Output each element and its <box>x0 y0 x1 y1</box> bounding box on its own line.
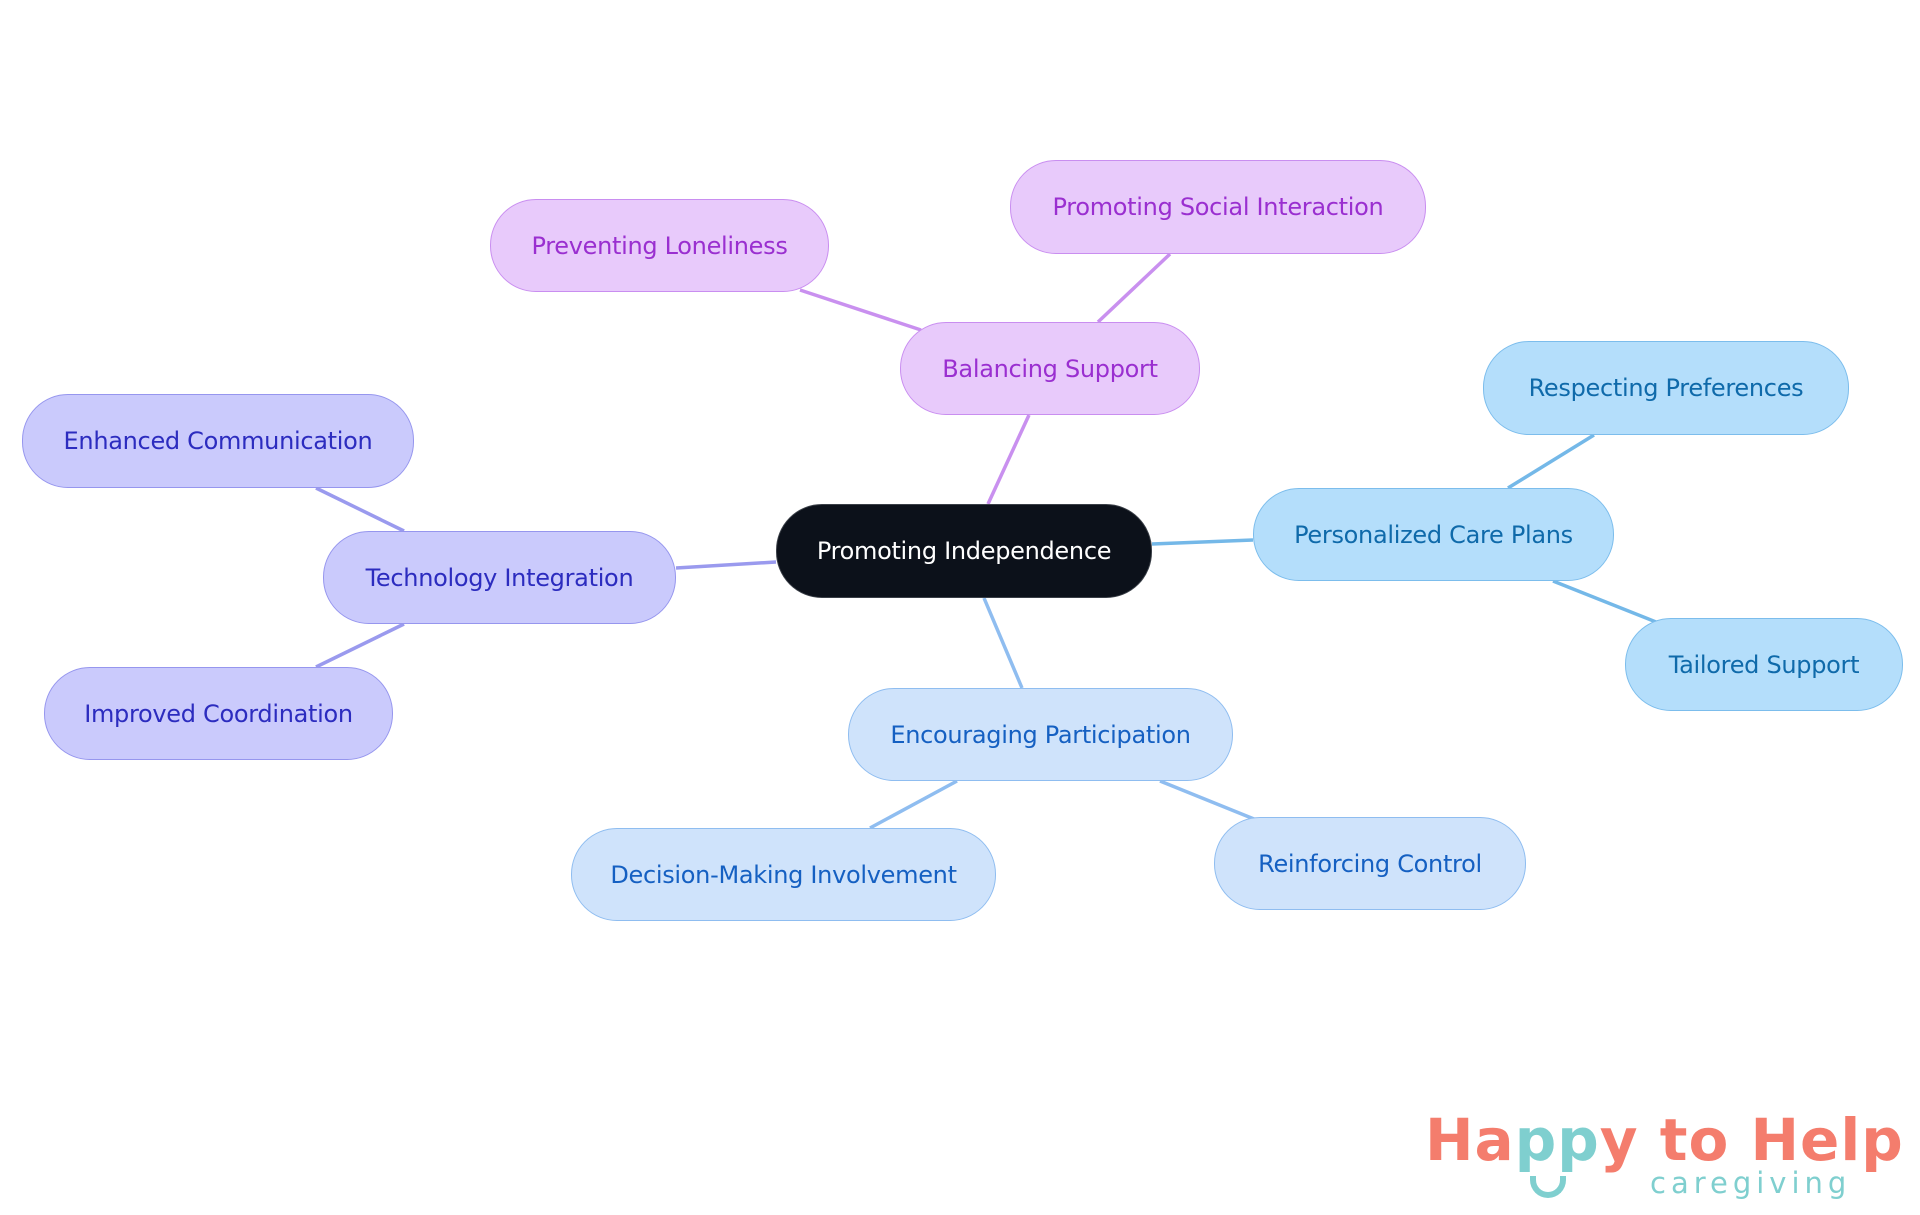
logo-part-3: y to Help <box>1599 1106 1904 1174</box>
leaf-node-decision-making-involvement[interactable]: Decision-Making Involvement <box>571 828 996 921</box>
logo-part-1: Ha <box>1425 1106 1515 1174</box>
leaf-node-preventing-loneliness[interactable]: Preventing Loneliness <box>490 199 829 292</box>
logo-subtitle: caregiving <box>1650 1166 1852 1200</box>
root-node[interactable]: Promoting Independence <box>776 504 1152 598</box>
leaf-node-improved-coordination[interactable]: Improved Coordination <box>44 667 393 760</box>
leaf-node-respecting-preferences[interactable]: Respecting Preferences <box>1483 341 1849 435</box>
leaf-node-enhanced-communication[interactable]: Enhanced Communication <box>22 394 414 488</box>
leaf-node-promoting-social-interaction[interactable]: Promoting Social Interaction <box>1010 160 1426 254</box>
logo-wordmark: Happy to Help <box>1425 1106 1904 1174</box>
leaf-node-tailored-support[interactable]: Tailored Support <box>1625 618 1903 711</box>
branch-node-encouraging-participation[interactable]: Encouraging Participation <box>848 688 1233 781</box>
leaf-node-reinforcing-control[interactable]: Reinforcing Control <box>1214 817 1526 910</box>
branch-node-personalized-care-plans[interactable]: Personalized Care Plans <box>1253 488 1614 581</box>
logo-part-2: pp <box>1514 1106 1600 1174</box>
branch-node-balancing-support[interactable]: Balancing Support <box>900 322 1200 415</box>
brand-logo: Happy to Help caregiving <box>1425 1106 1903 1206</box>
smile-icon <box>1530 1176 1566 1198</box>
branch-node-technology-integration[interactable]: Technology Integration <box>323 531 676 624</box>
